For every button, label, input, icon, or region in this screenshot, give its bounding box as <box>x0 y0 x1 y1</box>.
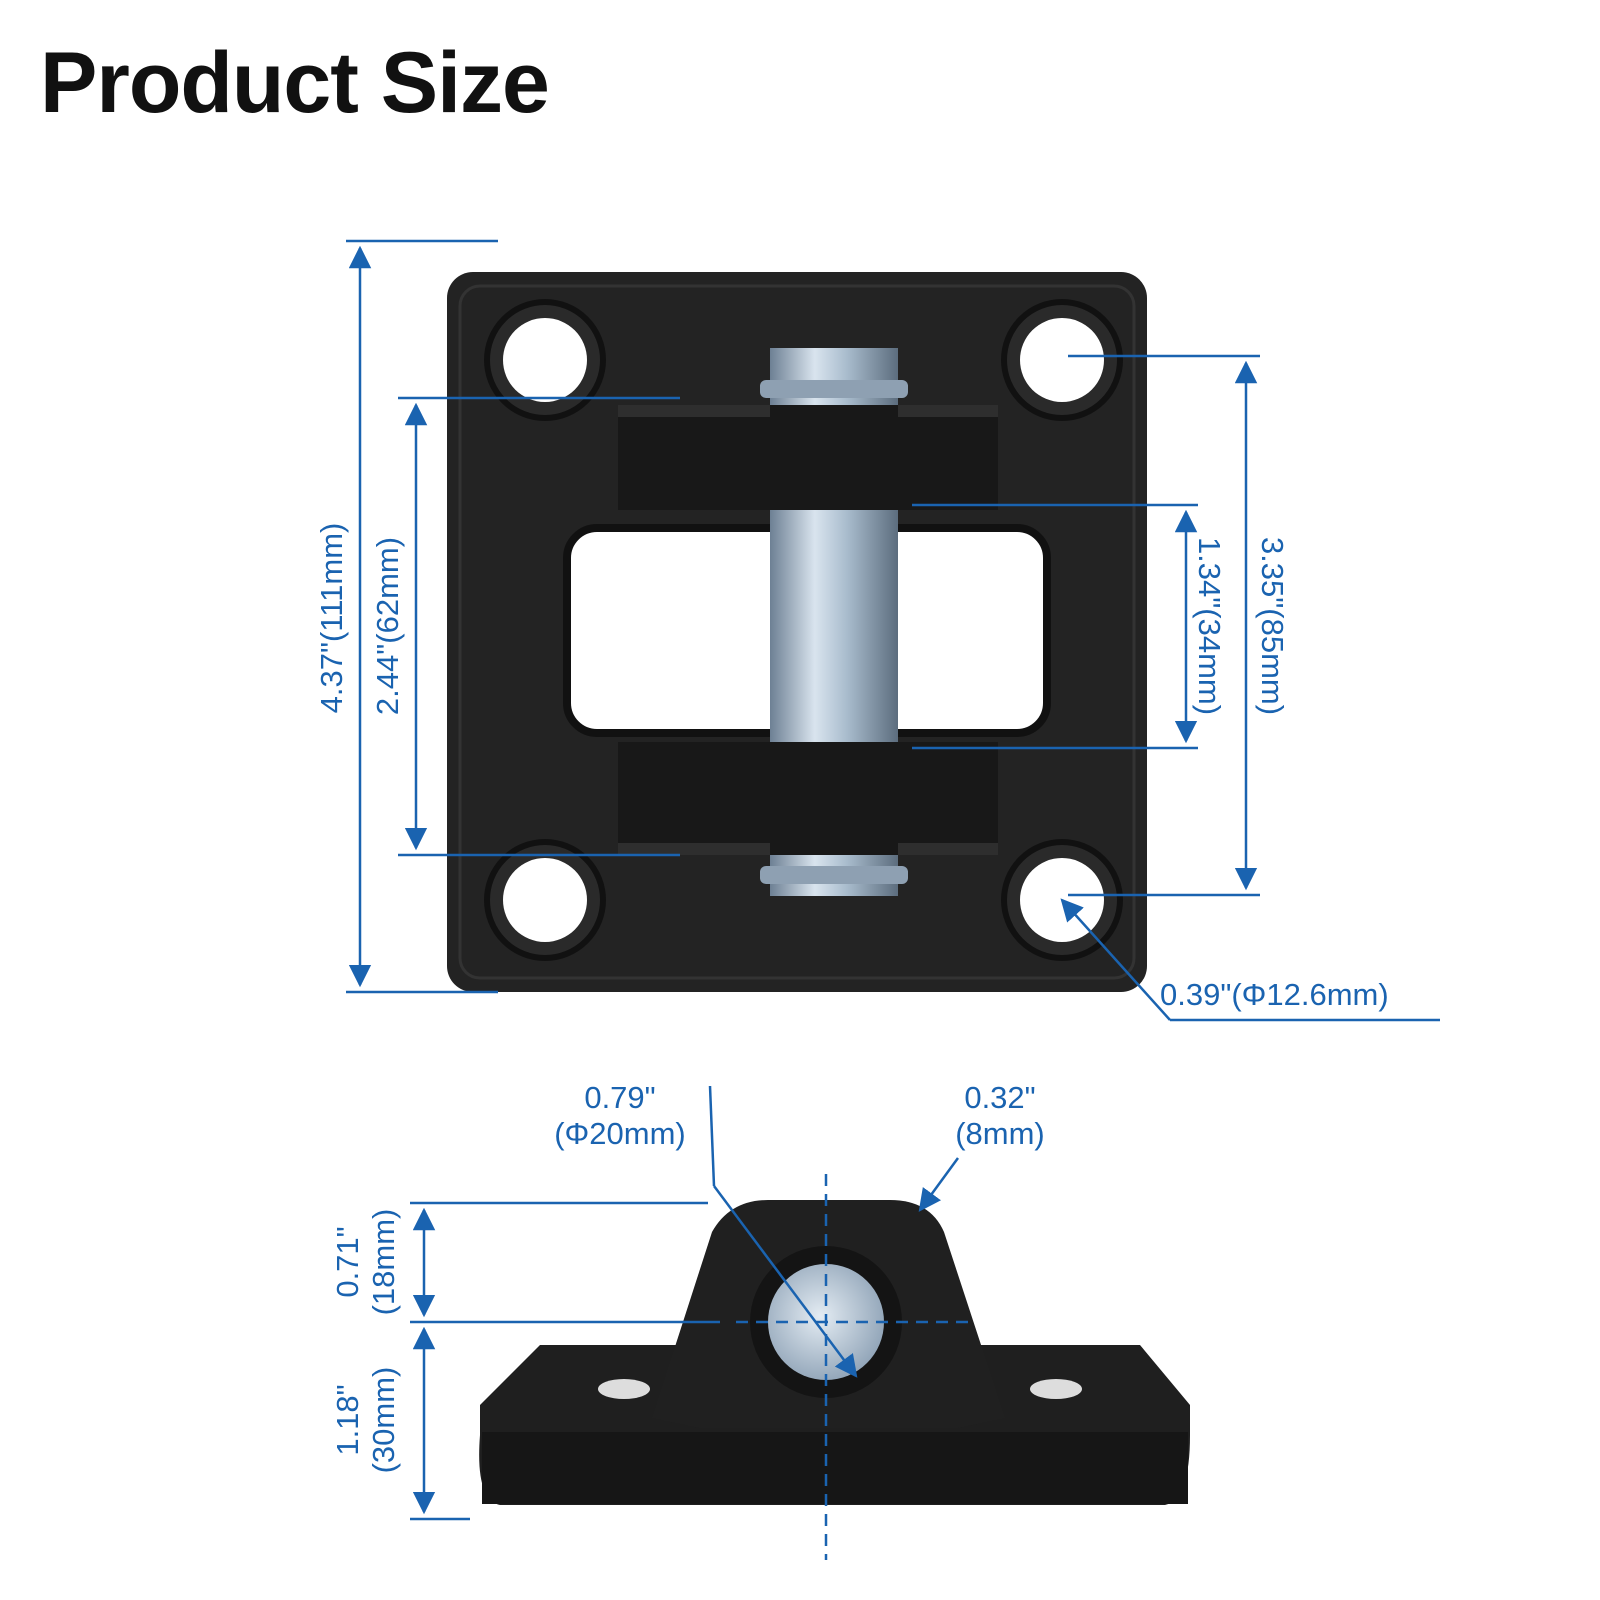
dim-upper-height-in: 0.71" <box>330 1226 365 1297</box>
dim-pin-diameter-in: 0.79" <box>584 1080 655 1115</box>
dim-overall-height: 4.37"(111mm) <box>314 523 349 714</box>
dim-hole-diameter: 0.39"(Φ12.6mm) <box>1160 977 1389 1012</box>
top-view-dimensions <box>346 239 1440 1022</box>
dim-upper-height-mm: (18mm) <box>366 1209 401 1316</box>
page-title: Product Size <box>40 35 550 131</box>
side-view-dimensions <box>410 1085 970 1560</box>
dim-gap-width: 1.34"(34mm) <box>1192 537 1227 715</box>
mounting-hole <box>1001 299 1123 421</box>
dim-lower-height-mm: (30mm) <box>366 1367 401 1474</box>
dim-wall-thickness-mm: (8mm) <box>955 1116 1045 1151</box>
side-view-bracket <box>479 1200 1191 1505</box>
dim-pin-diameter-mm: (Φ20mm) <box>554 1116 686 1151</box>
mounting-hole <box>484 299 606 421</box>
dim-hole-spacing: 3.35"(85mm) <box>1255 537 1290 715</box>
mounting-hole <box>484 839 606 961</box>
dim-lower-height-in: 1.18" <box>330 1384 365 1455</box>
dim-wall-thickness-in: 0.32" <box>964 1080 1035 1115</box>
dim-clevis-height: 2.44"(62mm) <box>370 537 405 715</box>
top-view-bracket <box>447 272 1147 992</box>
